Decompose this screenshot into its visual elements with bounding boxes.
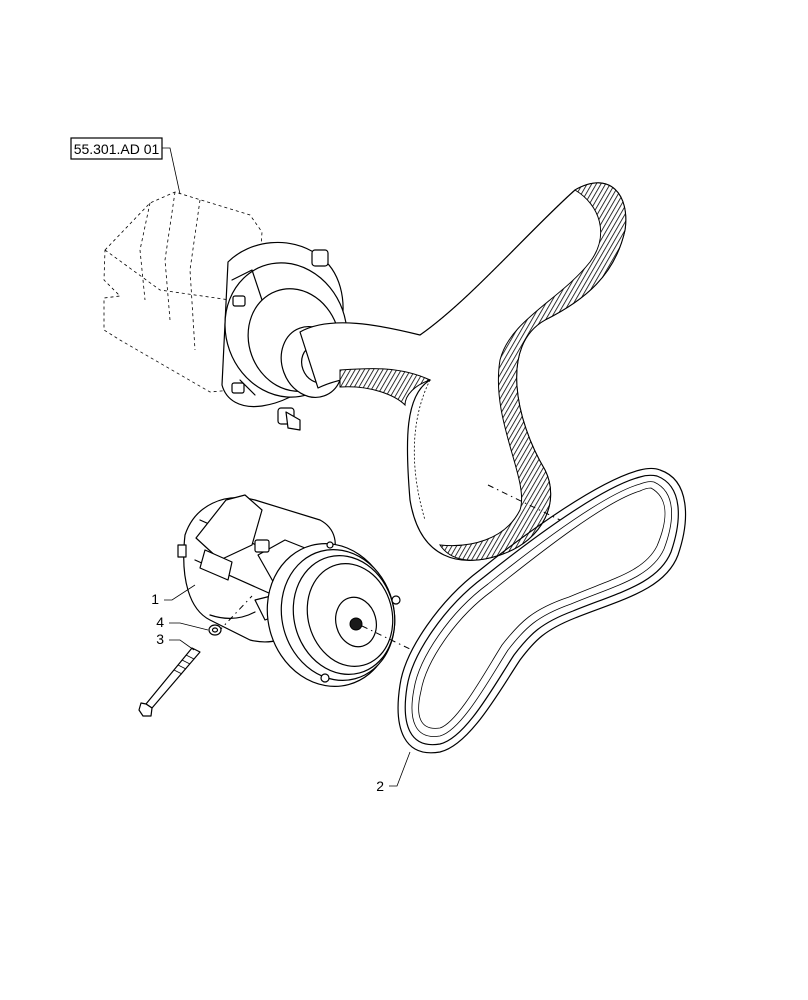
alternator-belt bbox=[299, 182, 627, 561]
callout-3-label: 3 bbox=[156, 631, 164, 647]
callout-1[interactable]: 1 bbox=[151, 584, 196, 607]
bolt[interactable] bbox=[138, 647, 201, 717]
callout-4[interactable]: 4 bbox=[156, 614, 209, 631]
centerline-bolt bbox=[217, 595, 253, 633]
poly-v-belt[interactable] bbox=[397, 467, 687, 754]
callout-2-label: 2 bbox=[376, 778, 384, 794]
callout-3[interactable]: 3 bbox=[156, 631, 195, 651]
washer[interactable] bbox=[208, 624, 222, 636]
ac-compressor[interactable] bbox=[177, 494, 409, 701]
reference-leader bbox=[162, 147, 181, 195]
callout-1-label: 1 bbox=[151, 591, 159, 607]
alternator bbox=[103, 191, 348, 431]
centerline-belt bbox=[487, 484, 561, 521]
callout-2[interactable]: 2 bbox=[376, 751, 411, 794]
callout-4-label: 4 bbox=[156, 614, 164, 630]
reference-box[interactable]: 55.301.AD 01 bbox=[70, 137, 163, 160]
reference-box-label: 55.301.AD 01 bbox=[74, 141, 160, 157]
